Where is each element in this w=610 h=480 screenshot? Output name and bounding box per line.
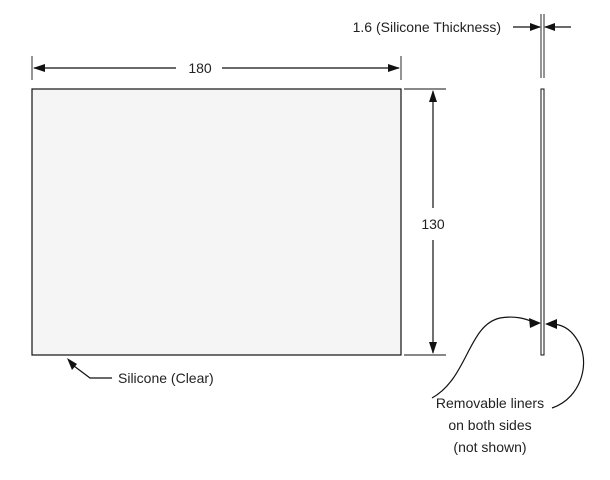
arrowhead-left-icon (544, 23, 555, 31)
thickness-dimension: 1.6 (Silicone Thickness) (353, 14, 571, 78)
height-dimension: 130 (404, 88, 446, 356)
arrowhead-left-icon (33, 64, 45, 72)
material-leader: Silicone (Clear) (67, 358, 214, 386)
leader-arrowhead-left-icon (529, 318, 541, 328)
liner-note-line-1: Removable liners (436, 395, 544, 411)
leader-arrowhead-right-icon (545, 319, 557, 329)
leader-arrowhead-icon (67, 358, 77, 370)
liner-note-leader (431, 316, 585, 409)
width-dimension-label: 180 (188, 60, 212, 76)
height-dimension-label: 130 (421, 216, 445, 232)
liner-note-line-2: on both sides (448, 417, 531, 433)
width-dimension: 180 (31, 56, 402, 80)
thickness-dimension-label: 1.6 (Silicone Thickness) (353, 19, 501, 35)
arrowhead-up-icon (429, 90, 437, 102)
liner-note-line-3: (not shown) (453, 439, 526, 455)
arrowhead-right-icon (388, 64, 400, 72)
arrowhead-down-icon (429, 342, 437, 354)
silicone-sheet-front-view (31, 88, 402, 356)
material-label: Silicone (Clear) (118, 370, 214, 386)
liner-note: Removable liners on both sides (not show… (436, 395, 544, 455)
arrowhead-right-icon (530, 23, 541, 31)
silicone-sheet-side-view (540, 88, 545, 356)
